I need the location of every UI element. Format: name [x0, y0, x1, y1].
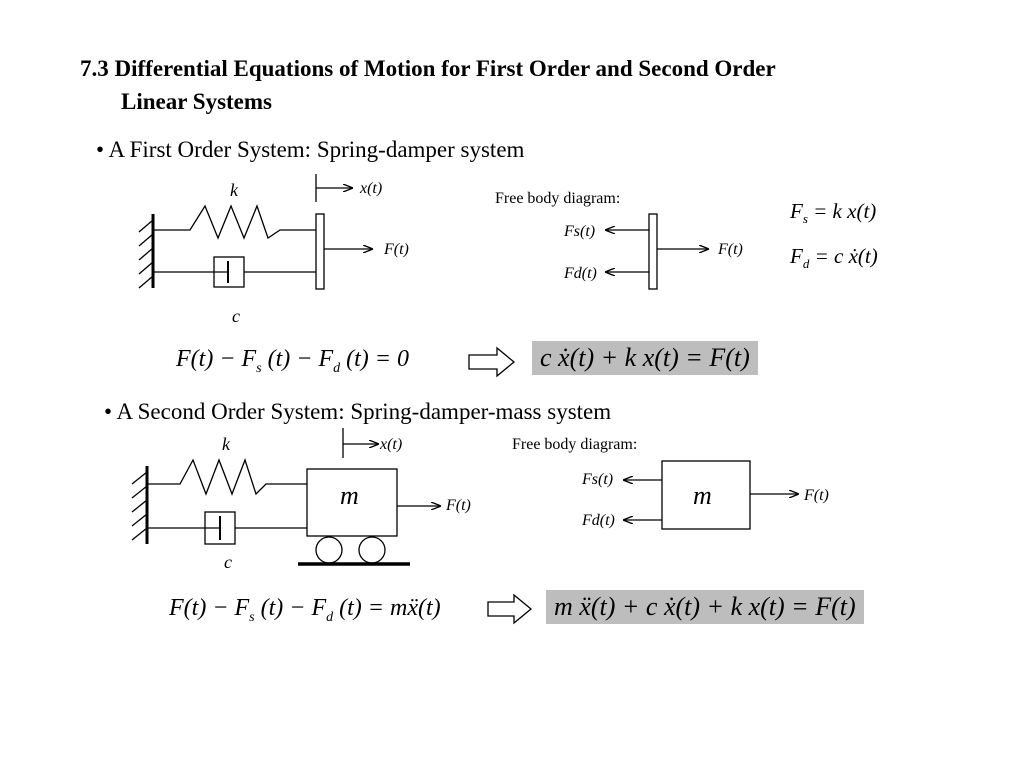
fo-displacement-arrow [315, 174, 352, 202]
fo-balance-equation: F(t) − Fs (t) − Fd (t) = 0 [176, 346, 409, 377]
fo-wall [138, 214, 155, 289]
so-mass-label: m [340, 481, 359, 510]
fo-fbd-fd-label: Fd(t) [564, 265, 597, 282]
fo-balance-part-3: (t) = 0 [340, 346, 409, 372]
so-fbd-mass-block [661, 460, 751, 530]
fs-equation: Fs = k x(t) [790, 199, 876, 227]
so-wheel-right [358, 536, 386, 564]
fo-fbd-f-label: F(t) [718, 241, 743, 258]
so-spring-label: k [222, 434, 230, 454]
fo-fbd-plate [648, 213, 658, 290]
so-result-equation: m ẍ(t) + c ẋ(t) + k x(t) = F(t) [546, 590, 864, 624]
fo-implies-arrow [468, 346, 516, 378]
fo-force-label: F(t) [384, 241, 409, 258]
fo-balance-sub-2: d [333, 360, 341, 376]
fd-equation: Fd = c ẋ(t) [790, 244, 878, 272]
fo-plate [315, 213, 325, 290]
fd-eq-rhs: = c ẋ(t) [814, 244, 878, 268]
slide-title: 7.3 Differential Equations of Motion for… [80, 52, 980, 118]
so-mass-block [306, 468, 398, 537]
fo-fbd-fs-label: Fs(t) [564, 223, 596, 240]
fo-damper [153, 256, 316, 288]
so-fbd-title: Free body diagram: [512, 436, 638, 453]
fo-spring-label: k [230, 180, 238, 200]
second-order-bullet: • A Second Order System: Spring-damper-m… [104, 399, 612, 424]
so-balance-part-2: (t) − F [254, 595, 327, 621]
fo-result-equation: c ẋ(t) + k x(t) = F(t) [532, 341, 758, 375]
first-order-bullet: • A First Order System: Spring-damper sy… [96, 137, 525, 162]
fo-balance-part-2: (t) − F [261, 346, 334, 372]
title-line-2: Linear Systems [121, 89, 272, 114]
fo-balance-sub-1: s [256, 360, 262, 376]
so-fbd-fs-label: Fs(t) [582, 471, 614, 488]
so-damper-label: c [224, 552, 232, 572]
fo-spring [153, 204, 316, 240]
fs-eq-lhs: F [790, 199, 803, 223]
fo-damper-label: c [232, 306, 240, 326]
fo-displacement-label: x(t) [360, 180, 383, 197]
title-line-1: 7.3 Differential Equations of Motion for… [80, 56, 776, 81]
so-fbd-mass-label: m [693, 481, 712, 510]
so-wall [131, 466, 149, 544]
so-balance-sub-1: s [249, 609, 255, 625]
so-displacement-arrow [342, 428, 378, 458]
fs-eq-sub: s [802, 211, 808, 227]
so-wheel-left [315, 536, 343, 564]
so-force-label: F(t) [446, 497, 471, 514]
so-fbd-f-label: F(t) [804, 487, 829, 504]
so-fbd-fd-label: Fd(t) [582, 512, 615, 529]
so-balance-sub-2: d [326, 609, 334, 625]
fd-eq-lhs: F [790, 244, 803, 268]
so-balance-part-1: F(t) − F [169, 595, 250, 621]
so-damper [147, 511, 307, 545]
so-balance-part-3: (t) = mẍ(t) [333, 595, 441, 621]
fs-eq-rhs: = k x(t) [813, 199, 877, 223]
fd-eq-sub: d [802, 256, 810, 272]
so-balance-equation: F(t) − Fs (t) − Fd (t) = mẍ(t) [169, 595, 441, 626]
so-spring [147, 458, 307, 496]
so-implies-arrow [487, 593, 533, 625]
so-displacement-label: x(t) [380, 436, 403, 453]
fo-fbd-title: Free body diagram: [495, 190, 621, 207]
fo-balance-part-1: F(t) − F [176, 346, 257, 372]
